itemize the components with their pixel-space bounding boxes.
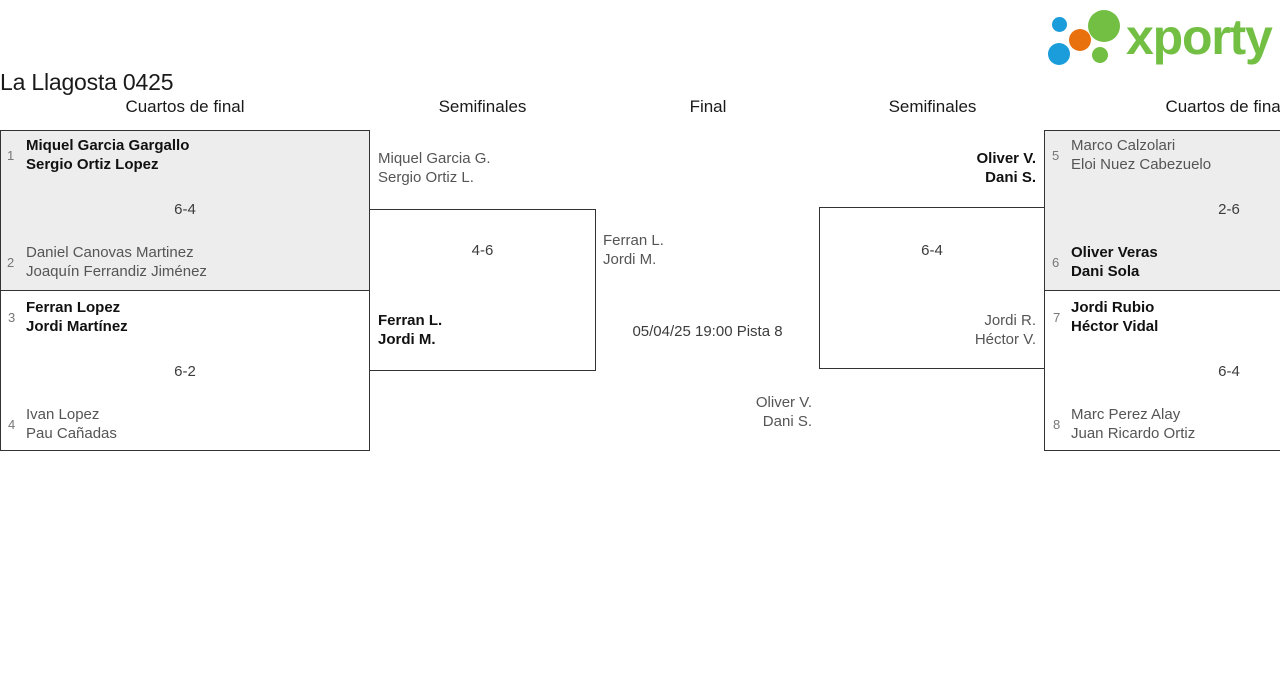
score-qf3: 2-6 bbox=[1218, 201, 1240, 218]
player-name: Oliver V. bbox=[755, 394, 812, 411]
team-qf4-top: Jordi Rubio Héctor Vidal bbox=[1071, 298, 1158, 336]
logo-dot-blue-small bbox=[1052, 17, 1067, 32]
player-name: Jordi Martínez bbox=[26, 318, 128, 335]
team-final-left: Ferran L. Jordi M. bbox=[603, 231, 664, 269]
round-header-cuartos-right: Cuartos de final bbox=[1165, 97, 1280, 116]
score-sf-left: 4-6 bbox=[471, 242, 494, 259]
player-name: Pau Cañadas bbox=[26, 425, 117, 442]
player-name: Ferran L. bbox=[378, 312, 443, 329]
player-name: Ferran L. bbox=[603, 232, 664, 249]
player-name: Ivan Lopez bbox=[26, 406, 100, 423]
round-header-cuartos-left: Cuartos de final bbox=[125, 97, 245, 116]
match-box-qf4[interactable] bbox=[1044, 290, 1280, 451]
xporty-logo[interactable]: xporty bbox=[1048, 8, 1276, 66]
player-name: Marco Calzolari bbox=[1071, 137, 1176, 154]
logo-dots-icon bbox=[1048, 10, 1136, 66]
round-header-final: Final bbox=[689, 97, 727, 116]
final-match-info: 05/04/25 19:00 Pista 8 bbox=[632, 323, 783, 340]
player-name: Oliver V. bbox=[976, 150, 1037, 167]
score-qf2: 6-2 bbox=[174, 363, 196, 380]
match-box-sf-right[interactable] bbox=[819, 207, 1045, 369]
logo-dot-green-small bbox=[1092, 47, 1108, 63]
team-sf-right-bottom: Jordi R. Héctor V. bbox=[836, 311, 1036, 349]
player-name: Juan Ricardo Ortiz bbox=[1071, 425, 1196, 442]
score-qf4: 6-4 bbox=[1218, 363, 1240, 380]
team-qf3-top: Marco Calzolari Eloi Nuez Cabezuelo bbox=[1071, 136, 1211, 174]
player-name: Daniel Canovas Martinez bbox=[26, 244, 194, 261]
player-name: Joaquín Ferrandiz Jiménez bbox=[26, 263, 207, 280]
player-name: Jordi Rubio bbox=[1071, 299, 1155, 316]
team-qf2-bottom: Ivan Lopez Pau Cañadas bbox=[26, 405, 117, 443]
player-name: Dani S. bbox=[985, 169, 1036, 186]
player-name: Miquel Garcia Gargallo bbox=[26, 137, 190, 154]
team-final-right: Oliver V. Dani S. bbox=[612, 393, 812, 431]
score-sf-right: 6-4 bbox=[921, 242, 943, 259]
team-sf-left-bottom: Ferran L. Jordi M. bbox=[378, 311, 442, 349]
seed-number-5: 5 bbox=[1052, 148, 1060, 163]
player-name: Jordi M. bbox=[378, 331, 436, 348]
player-name: Dani S. bbox=[762, 413, 812, 430]
team-qf1-top: Miquel Garcia Gargallo Sergio Ortiz Lope… bbox=[26, 136, 189, 174]
team-sf-left-top: Miquel Garcia G. Sergio Ortiz L. bbox=[378, 149, 491, 187]
title-line-1: La Llagosta 0425 bbox=[0, 69, 174, 95]
player-name: Sergio Ortiz Lopez bbox=[26, 156, 159, 173]
player-name: Oliver Veras bbox=[1071, 244, 1158, 261]
team-qf2-top: Ferran Lopez Jordi Martínez bbox=[26, 298, 128, 336]
player-name: Dani Sola bbox=[1071, 263, 1140, 280]
logo-dot-blue-large bbox=[1048, 43, 1070, 65]
match-box-qf2[interactable] bbox=[0, 290, 370, 451]
player-name: Jordi M. bbox=[603, 251, 657, 268]
team-qf1-bottom: Daniel Canovas Martinez Joaquín Ferrandi… bbox=[26, 243, 207, 281]
round-header-semifinales-left: Semifinales bbox=[438, 97, 527, 116]
seed-number-7: 7 bbox=[1053, 310, 1061, 325]
seed-number-1: 1 bbox=[7, 148, 15, 163]
match-box-sf-left[interactable] bbox=[369, 209, 596, 371]
player-name: Héctor V. bbox=[974, 331, 1036, 348]
logo-dot-green-large bbox=[1088, 10, 1120, 42]
seed-number-6: 6 bbox=[1052, 255, 1060, 270]
player-name: Marc Perez Alay bbox=[1071, 406, 1181, 423]
player-name: Sergio Ortiz L. bbox=[378, 169, 474, 186]
team-sf-right-top: Oliver V. Dani S. bbox=[836, 149, 1037, 187]
team-qf4-bottom: Marc Perez Alay Juan Ricardo Ortiz bbox=[1071, 405, 1195, 443]
round-header-semifinales-right: Semifinales bbox=[888, 97, 977, 116]
player-name: Miquel Garcia G. bbox=[378, 150, 491, 167]
seed-number-3: 3 bbox=[8, 310, 16, 325]
seed-number-4: 4 bbox=[8, 417, 16, 432]
player-name: Ferran Lopez bbox=[26, 299, 121, 316]
match-box-qf3[interactable] bbox=[1044, 130, 1280, 291]
logo-dot-orange bbox=[1069, 29, 1091, 51]
player-name: Eloi Nuez Cabezuelo bbox=[1071, 156, 1212, 173]
match-box-qf1[interactable] bbox=[0, 130, 370, 291]
player-name: Héctor Vidal bbox=[1071, 318, 1159, 335]
player-name: Jordi R. bbox=[984, 312, 1036, 329]
score-qf1: 6-4 bbox=[174, 201, 196, 218]
seed-number-2: 2 bbox=[7, 255, 15, 270]
seed-number-8: 8 bbox=[1053, 417, 1061, 432]
logo-wordmark: xporty bbox=[1126, 9, 1273, 65]
team-qf3-bottom: Oliver Veras Dani Sola bbox=[1071, 243, 1158, 281]
